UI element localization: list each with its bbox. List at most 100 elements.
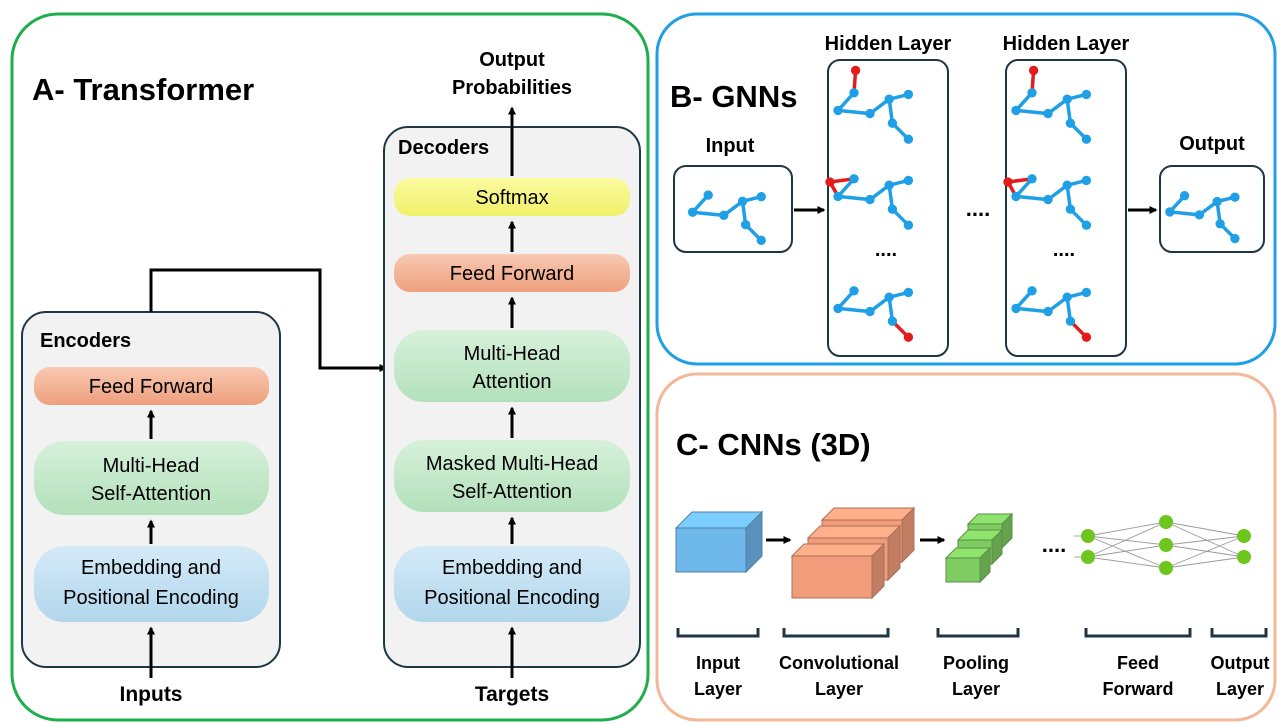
cnn-connection bbox=[1087, 544, 1167, 558]
gnn-output-box bbox=[1159, 165, 1265, 253]
gnn-edge bbox=[1169, 210, 1200, 217]
bracket-ff bbox=[1084, 628, 1192, 638]
gnn-node bbox=[849, 88, 859, 98]
gnn-node bbox=[1011, 191, 1021, 202]
cnn-connection bbox=[1165, 521, 1245, 558]
gnn-node bbox=[887, 204, 898, 214]
cnn-ff-label-1: Feed bbox=[1117, 653, 1159, 673]
gnn-node bbox=[884, 94, 894, 104]
transformer-title: A- Transformer bbox=[32, 72, 254, 107]
cnn-conv-volume bbox=[790, 542, 886, 600]
decoder-input-label: Targets bbox=[475, 683, 549, 706]
gnn-node bbox=[1081, 134, 1092, 144]
gnn-node bbox=[887, 118, 898, 128]
gnn-output-label: Output bbox=[1179, 133, 1245, 155]
gnn-hidden-label-2: Hidden Layer bbox=[1003, 33, 1130, 55]
cnn-ff-label-2: Forward bbox=[1102, 679, 1173, 699]
cross-attention-block bbox=[394, 330, 630, 402]
gnn-node bbox=[1081, 89, 1092, 100]
softmax-block bbox=[394, 178, 630, 216]
cnn-pool-volume-front bbox=[945, 557, 981, 583]
cnn-blocks bbox=[674, 506, 1014, 600]
gnn-node bbox=[1011, 105, 1021, 116]
encoder-attention-label-2: Self-Attention bbox=[91, 483, 211, 505]
gnn-node bbox=[719, 210, 729, 221]
encoder-attention-label-1: Multi-Head bbox=[103, 455, 200, 477]
gnn-node bbox=[1212, 196, 1222, 207]
cnn-feed-forward-network bbox=[1074, 515, 1251, 575]
gnn-node bbox=[1179, 190, 1190, 201]
gnn-node bbox=[1043, 306, 1053, 317]
cnn-neuron bbox=[1081, 550, 1095, 564]
gnn-node bbox=[1011, 303, 1021, 314]
gnn-graph bbox=[1165, 190, 1240, 244]
gnn-node bbox=[849, 286, 859, 296]
gnn-node bbox=[903, 89, 914, 100]
decoder-embedding-label-2: Positional Encoding bbox=[424, 587, 600, 609]
gnn-edge bbox=[692, 210, 724, 218]
gnn-node-highlight bbox=[1028, 65, 1039, 76]
cnn-input-volume bbox=[674, 510, 764, 574]
cnn-connection bbox=[1087, 521, 1167, 558]
gnn-node-highlight bbox=[1081, 332, 1092, 342]
bracket-input bbox=[676, 628, 760, 638]
cnn-title: C- CNNs (3D) bbox=[676, 427, 871, 462]
cnn-neuron bbox=[1237, 529, 1251, 543]
cnn-conv-volume-front bbox=[791, 555, 873, 599]
gnn-node bbox=[1065, 118, 1076, 128]
cnn-input-label-2: Layer bbox=[694, 679, 742, 699]
gnn-node bbox=[884, 292, 894, 302]
cnn-neuron bbox=[1159, 515, 1173, 529]
gnn-node bbox=[1165, 207, 1175, 217]
gnn-input-label: Input bbox=[706, 135, 755, 157]
gnn-ellipsis: .... bbox=[966, 196, 990, 221]
gnn-node bbox=[756, 191, 766, 202]
gnn-graph bbox=[1003, 174, 1092, 230]
encoder-feed-forward-block bbox=[34, 367, 269, 405]
cnn-neuron bbox=[1081, 529, 1095, 543]
gnn-node bbox=[1043, 108, 1053, 119]
cnn-output-label-1: Output bbox=[1211, 653, 1270, 673]
cnn-border bbox=[655, 372, 1277, 722]
gnn-node bbox=[1081, 287, 1092, 298]
encoder-embedding-label-1: Embedding and bbox=[81, 557, 221, 579]
cnn-conv-volume-top bbox=[790, 543, 886, 557]
gnn-node bbox=[903, 175, 914, 186]
gnn-graph bbox=[687, 190, 766, 245]
gnn-node bbox=[1194, 210, 1205, 220]
panel-cnn: C- CNNs (3D) .... Input Layer Convolutio… bbox=[655, 372, 1277, 722]
cnn-input-volume-front bbox=[675, 527, 747, 573]
gnn-edge bbox=[837, 108, 871, 116]
gnn-node-highlight bbox=[903, 332, 914, 342]
gnn-node bbox=[849, 174, 859, 184]
gnn-inner-ellipsis-2: .... bbox=[1053, 239, 1075, 261]
gnn-node bbox=[1230, 233, 1240, 244]
gnn-graph bbox=[825, 174, 914, 230]
cnn-output-label-2: Layer bbox=[1216, 679, 1264, 699]
decoder-feed-forward-block bbox=[394, 254, 630, 292]
encoder-attention-block bbox=[34, 441, 269, 515]
arrow-encoder-to-decoder bbox=[149, 268, 388, 372]
panel-gnn: B- GNNs Hidden Layer Hidden Layer Input … bbox=[655, 12, 1277, 366]
masked-attention-block bbox=[394, 440, 630, 512]
gnn-node bbox=[740, 220, 751, 230]
output-probabilities-label-1: Output bbox=[479, 49, 545, 71]
cnn-pool-label-2: Layer bbox=[952, 679, 1000, 699]
bracket-conv bbox=[782, 628, 890, 638]
cnn-connection bbox=[1087, 556, 1167, 569]
gnn-inner-ellipsis-1: .... bbox=[875, 239, 897, 261]
gnn-node bbox=[887, 316, 898, 326]
gnn-node bbox=[1027, 174, 1037, 184]
encoder-embedding-block bbox=[34, 546, 269, 622]
gnn-node bbox=[884, 180, 894, 190]
output-probabilities-label-2: Probabilities bbox=[452, 77, 572, 99]
decoder-title: Decoders bbox=[398, 137, 489, 159]
cnn-conv-label-1: Convolutional bbox=[779, 653, 899, 673]
cnn-connection bbox=[1165, 535, 1245, 546]
decoder-embedding-block bbox=[394, 546, 630, 622]
gnn-node bbox=[1062, 180, 1072, 190]
gnn-node-highlight bbox=[850, 65, 861, 76]
gnn-node bbox=[1062, 292, 1072, 302]
cnn-conv-volume-top bbox=[820, 507, 916, 521]
gnn-edge bbox=[837, 194, 871, 202]
